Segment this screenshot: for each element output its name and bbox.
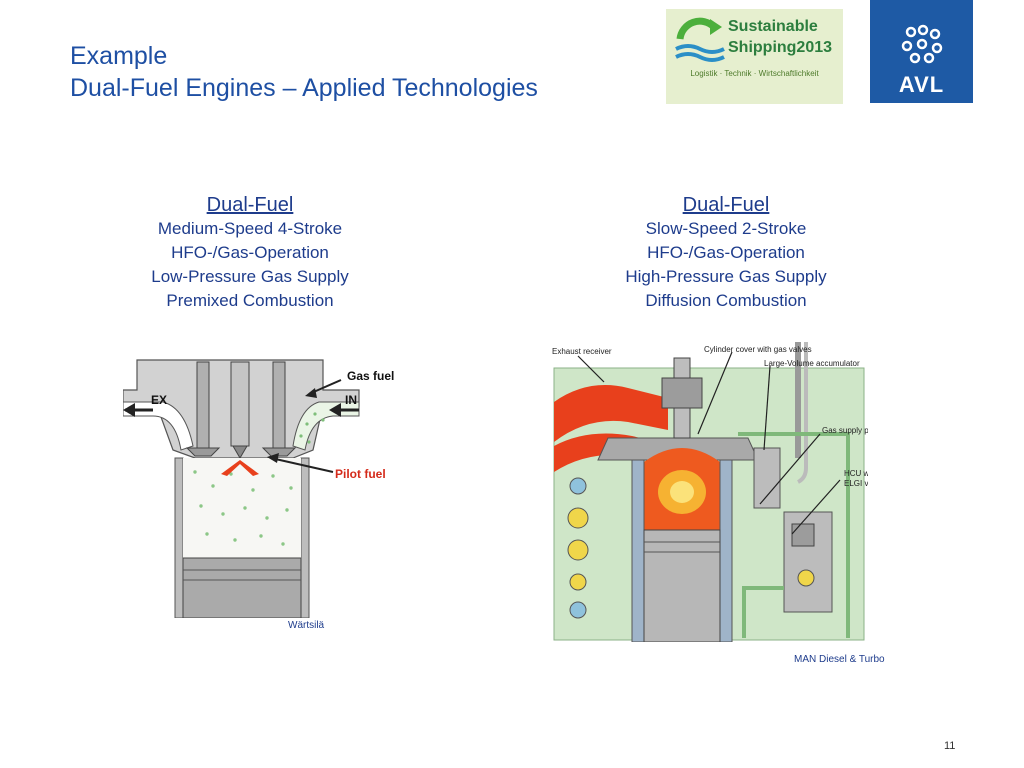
left-column-line: Premixed Combustion	[166, 291, 334, 310]
pilot-fuel-label: Pilot fuel	[335, 467, 386, 481]
four-stroke-diagram: EX IN Gas fuel Pilot fuel	[122, 359, 394, 619]
left-column-line: HFO-/Gas-Operation	[171, 243, 329, 262]
ex-label: EX	[151, 393, 167, 407]
cylinder-cover-label: Cylinder cover with gas valves	[704, 345, 812, 354]
sustainable-shipping-logo: Sustainable Shipping2013 Logistik · Tech…	[666, 9, 843, 104]
right-column-heading: Dual-Fuel	[682, 194, 770, 216]
slide-title: Example Dual-Fuel Engines – Applied Tech…	[70, 40, 538, 104]
title-line-2: Dual-Fuel Engines – Applied Technologies	[70, 74, 538, 102]
right-column-line: Slow-Speed 2-Stroke	[645, 219, 807, 238]
two-stroke-diagram: Exhaust receiver Cylinder cover with gas…	[552, 342, 886, 643]
sustainable-logo-text-1: Sustainable	[728, 18, 818, 35]
left-column-line: Medium-Speed 4-Stroke	[157, 219, 343, 238]
left-column: Dual-Fuel Medium-Speed 4-Stroke HFO-/Gas…	[100, 193, 400, 313]
in-label: IN	[345, 393, 357, 407]
ship-arrow-icon	[675, 17, 725, 62]
title-line-1: Example	[70, 42, 168, 70]
left-column-heading: Dual-Fuel	[206, 194, 294, 216]
avl-logo-text: AVL	[898, 72, 945, 97]
gas-supply-label: Gas supply piping	[822, 426, 868, 435]
right-column-line: Diffusion Combustion	[645, 291, 807, 310]
left-figure-credit: Wärtsilä	[288, 620, 325, 631]
gas-fuel-label: Gas fuel	[347, 369, 394, 383]
right-column-line: High-Pressure Gas Supply	[625, 267, 827, 286]
hcu-label-2: ELGI valve	[844, 479, 868, 488]
page-number: 11	[944, 740, 956, 752]
accumulator-label: Large-Volume accumulator	[764, 359, 860, 368]
sustainable-logo-text-2: Shipping2013	[728, 39, 833, 56]
two-stroke-engine-figure: Exhaust receiver Cylinder cover with gas…	[548, 338, 886, 643]
sustainable-logo-tagline: Logistik · Technik · Wirtschaftlichkeit	[690, 69, 819, 78]
right-column: Dual-Fuel Slow-Speed 2-Stroke HFO-/Gas-O…	[576, 193, 876, 313]
right-column-line: HFO-/Gas-Operation	[647, 243, 805, 262]
hcu-label-1: HCU with	[844, 469, 868, 478]
right-figure-credit: MAN Diesel & Turbo	[794, 654, 885, 665]
exhaust-receiver-label: Exhaust receiver	[552, 347, 612, 356]
left-column-line: Low-Pressure Gas Supply	[151, 267, 349, 286]
avl-logo: AVL	[870, 0, 973, 103]
avl-emblem-icon	[901, 24, 943, 64]
four-stroke-engine-figure: EX IN Gas fuel Pilot fuel	[122, 350, 423, 619]
